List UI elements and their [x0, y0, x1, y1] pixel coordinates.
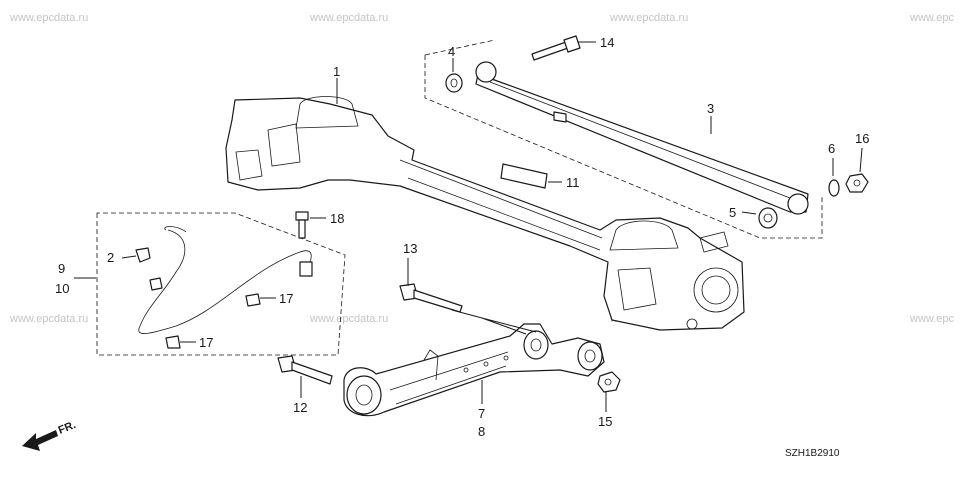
callout-11: 11	[566, 175, 580, 190]
callout-10: 10	[55, 281, 69, 296]
callout-13: 13	[403, 241, 417, 256]
watermark: www.epcdata.ru	[9, 12, 88, 24]
callout-2: 2	[107, 250, 114, 265]
callout-14: 14	[600, 35, 614, 50]
nut-part	[845, 173, 869, 193]
callout-17: 17	[279, 291, 293, 306]
wire-harness-part	[135, 226, 313, 349]
callout-7: 7	[478, 406, 485, 421]
upper-arm-part	[475, 61, 809, 215]
group-box-upper-arm	[424, 39, 823, 239]
bolt-part	[277, 355, 333, 385]
direction-label: FR.	[57, 419, 78, 437]
callout-16: 16	[855, 131, 869, 146]
arrow-icon	[22, 430, 58, 451]
watermark: www.epcdata.ru	[309, 313, 388, 325]
watermark: www.epcdata.ru	[609, 12, 688, 24]
callouts: 1 4 14 3 6 16 5 11 18 2 9 10 17 17 13 12…	[55, 35, 869, 439]
washer-part	[828, 179, 840, 197]
bolt-part	[399, 283, 463, 313]
callout-12: 12	[293, 400, 307, 415]
group-box-wire-harness	[96, 212, 346, 356]
diagram-code: SZH1B2910	[785, 448, 840, 459]
callout-1: 1	[333, 64, 340, 79]
label-plate-part	[500, 163, 548, 189]
rear-beam-part	[225, 96, 745, 331]
watermarks: www.epcdata.ru www.epcdata.ru www.epcdat…	[9, 12, 955, 325]
watermark: www.epcdata.ru	[9, 313, 88, 325]
lower-arm-part	[343, 323, 605, 417]
watermark-partial: www.epc	[909, 12, 955, 24]
bushing-part	[758, 207, 778, 229]
watermark-partial: www.epc	[909, 313, 955, 325]
nut-part	[597, 371, 621, 393]
front-direction-arrow: FR.	[22, 419, 78, 451]
callout-15: 15	[598, 414, 612, 429]
leader-lines	[74, 41, 863, 412]
callout-6: 6	[828, 141, 835, 156]
callout-3: 3	[707, 101, 714, 116]
bolt-part	[295, 211, 309, 239]
watermark: www.epcdata.ru	[309, 12, 388, 24]
callout-8: 8	[478, 424, 485, 439]
callout-17: 17	[199, 335, 213, 350]
callout-5: 5	[729, 205, 736, 220]
callout-4: 4	[448, 44, 455, 59]
callout-9: 9	[58, 261, 65, 276]
bushing-part	[445, 73, 463, 93]
bolt-part	[531, 35, 581, 61]
callout-18: 18	[330, 211, 344, 226]
